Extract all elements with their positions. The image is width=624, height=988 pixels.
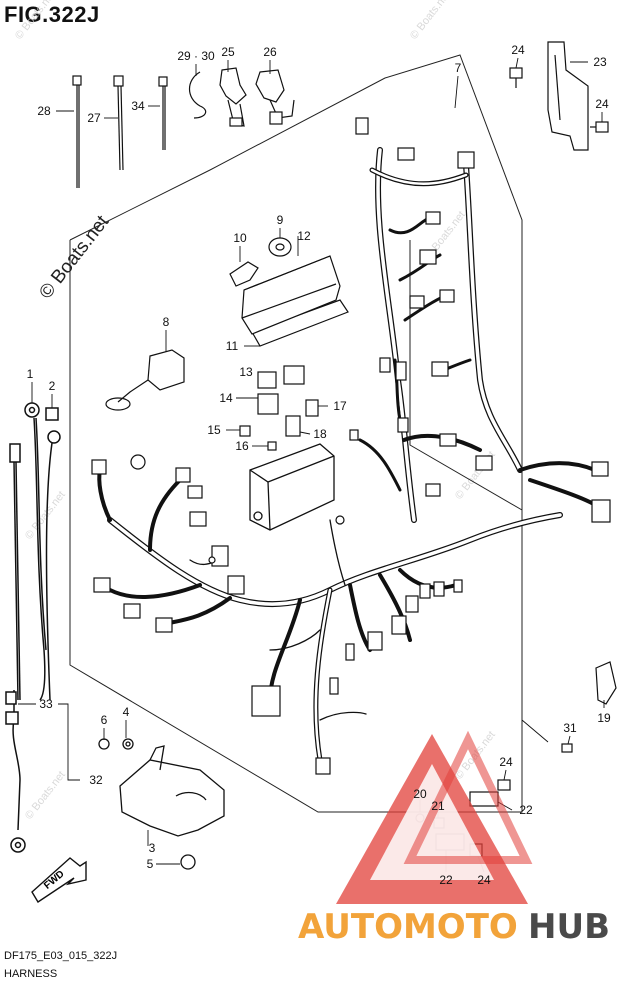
callout-29-30: 29 · 30 — [177, 49, 215, 63]
callout-27: 27 — [87, 111, 101, 125]
cable-1-lower-end — [45, 430, 61, 701]
callout-12: 12 — [297, 229, 311, 243]
cap-19 — [595, 661, 617, 705]
callout-1: 1 — [27, 367, 34, 381]
grommet-5 — [180, 854, 196, 870]
callout-22-upper: 22 — [519, 803, 533, 817]
callout-23: 23 — [593, 55, 607, 69]
callout-24-plate-upper: 24 — [499, 755, 513, 769]
relay-13a — [257, 371, 277, 389]
fuse-holder-18 — [285, 415, 301, 437]
cable-1 — [24, 402, 47, 701]
callout-5: 5 — [147, 857, 154, 871]
callout-17: 17 — [333, 399, 347, 413]
watermark-text-main: © Boats.net — [35, 211, 113, 303]
callout-3: 3 — [149, 841, 156, 855]
cable-tie-34 — [158, 76, 168, 150]
clip-10 — [229, 261, 259, 287]
bracket-23 — [547, 41, 589, 151]
watermark-text-faint-1: © Boats.net — [13, 0, 58, 42]
callout-labels: 1 2 3 4 5 6 7 8 9 10 11 12 13 14 15 16 1… — [27, 43, 611, 887]
leader-lines — [18, 57, 605, 873]
figure-name: HARNESS — [4, 968, 58, 980]
callout-18: 18 — [313, 427, 327, 441]
callout-14: 14 — [219, 391, 233, 405]
fuse-17 — [305, 399, 319, 417]
cable-tie-28 — [72, 75, 82, 188]
callout-24-plate-lower: 24 — [477, 873, 491, 887]
callout-10: 10 — [233, 231, 247, 245]
callout-34: 34 — [131, 99, 145, 113]
automotohub-logo: AUTOMOTO HUB — [298, 730, 610, 947]
callout-11: 11 — [226, 339, 239, 353]
callout-20: 20 — [413, 787, 427, 801]
callout-22-lower: 22 — [439, 873, 453, 887]
callout-32: 32 — [89, 773, 103, 787]
callout-33: 33 — [39, 697, 53, 711]
logo-text-hub: HUB — [528, 907, 610, 947]
callout-19: 19 — [597, 711, 611, 725]
relay-14 — [257, 393, 279, 415]
screw-6 — [98, 738, 110, 750]
callout-16: 16 — [235, 439, 249, 453]
bolt-24-upper — [497, 779, 511, 791]
bolt-24-top — [509, 67, 523, 88]
callout-7: 7 — [455, 61, 462, 75]
assembly-frame — [69, 240, 523, 813]
callout-26: 26 — [263, 45, 277, 59]
clip-29-30 — [188, 71, 207, 119]
fuse-box-main — [249, 443, 335, 531]
nut-2 — [45, 407, 59, 421]
relay-8 — [147, 349, 185, 391]
callout-8: 8 — [163, 315, 170, 329]
assembly-frame-upper — [69, 54, 523, 510]
relay-13b — [283, 365, 305, 385]
logo-text-automoto: AUTOMOTO — [298, 907, 518, 947]
watermark-text-faint-3: © Boats.net — [23, 489, 68, 542]
cable-tie-27 — [113, 75, 124, 171]
callout-21: 21 — [431, 799, 445, 813]
bracket-3 — [119, 759, 225, 837]
callout-28: 28 — [37, 104, 51, 118]
fuse-15 — [239, 425, 251, 437]
figure-title: FIG.322J — [4, 2, 100, 27]
bolt-31 — [561, 743, 573, 753]
watermark-text-faint-2: © Boats.net — [408, 0, 453, 42]
callout-15: 15 — [207, 423, 221, 437]
cable-32 — [5, 443, 26, 853]
fuse-16 — [267, 441, 277, 451]
fwd-arrow: FWD — [31, 857, 87, 903]
callout-13: 13 — [239, 365, 253, 379]
figure-code: DF175_E03_015_322J — [4, 950, 118, 962]
harness-connectors — [91, 117, 611, 775]
callout-6: 6 — [101, 713, 108, 727]
callout-25: 25 — [221, 45, 235, 59]
callout-4: 4 — [123, 705, 130, 719]
watermark-text-faint-6: © Boats.net — [23, 769, 68, 822]
callout-24-top: 24 — [511, 43, 525, 57]
callout-9: 9 — [277, 213, 284, 227]
clamp-25 — [219, 67, 247, 127]
clamp-26 — [255, 69, 295, 125]
callout-2: 2 — [49, 379, 56, 393]
bolt-24-bracket — [590, 121, 609, 133]
callout-31: 31 — [563, 721, 577, 735]
callout-24-bracket: 24 — [595, 97, 609, 111]
